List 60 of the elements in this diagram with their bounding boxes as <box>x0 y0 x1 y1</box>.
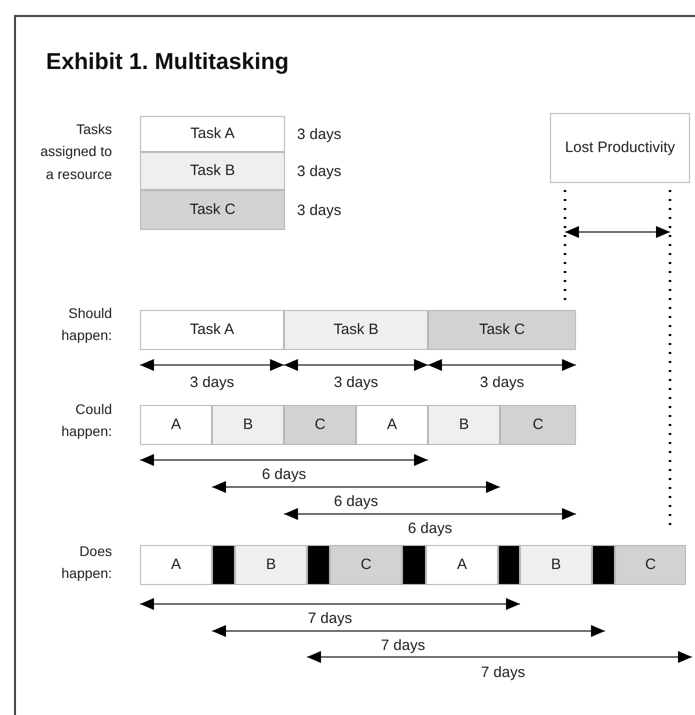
dimension-label: 6 days <box>262 465 306 485</box>
task-bar <box>284 310 428 350</box>
duration-label: 3 days <box>297 125 342 145</box>
task-label: C <box>314 414 326 435</box>
task-label: B <box>550 554 561 575</box>
task-bar <box>615 545 686 585</box>
task-label: Task B <box>190 160 235 181</box>
task-label: Task A <box>190 124 235 144</box>
task-bar <box>284 405 356 445</box>
task-label: B <box>266 554 276 575</box>
callout-box <box>550 113 690 183</box>
row-label: Does happen: <box>60 542 112 584</box>
task-bar <box>140 405 212 445</box>
row-label: Could happen: <box>60 400 112 442</box>
task-bar <box>428 405 500 445</box>
task-label: C <box>645 554 656 575</box>
dimension-label: 7 days <box>308 609 352 629</box>
task-bar <box>520 545 592 585</box>
switching-bar <box>498 545 520 585</box>
task-bar <box>356 405 428 445</box>
duration-label: 3 days <box>297 201 342 221</box>
task-bar <box>426 545 498 585</box>
dimension-label: 3 days <box>190 373 234 393</box>
dimension-label: 6 days <box>408 519 452 539</box>
task-label: Task C <box>479 320 525 340</box>
task-bar <box>235 545 307 585</box>
task-bar <box>140 152 285 190</box>
switching-bar <box>212 545 235 585</box>
dimension-label: 7 days <box>480 663 526 683</box>
task-bar <box>330 545 402 585</box>
switching-bar <box>592 545 615 585</box>
task-label: Task A <box>190 320 234 340</box>
task-label: Lost Productivity <box>564 138 676 158</box>
switching-bar <box>307 545 330 585</box>
task-label: A <box>170 554 181 575</box>
duration-label: 3 days <box>297 162 342 182</box>
row-label: Should happen: <box>60 304 112 346</box>
row-label: Tasks assigned to a resource <box>39 120 112 184</box>
dimension-label: 6 days <box>334 492 378 512</box>
task-bar <box>140 545 212 585</box>
task-label: Task C <box>190 200 236 220</box>
dimension-label: 3 days <box>334 373 378 393</box>
task-label: A <box>456 554 467 575</box>
task-bar <box>428 310 576 350</box>
task-label: A <box>170 414 181 435</box>
task-label: C <box>360 554 372 575</box>
task-bar <box>140 190 285 230</box>
task-label: Task B <box>333 320 378 340</box>
task-bar <box>212 405 284 445</box>
task-label: B <box>242 414 253 435</box>
dimension-label: 3 days <box>480 373 524 393</box>
task-label: C <box>532 414 544 435</box>
task-bar <box>140 116 285 152</box>
task-label: A <box>386 414 397 435</box>
switching-bar <box>402 545 426 585</box>
task-label: B <box>458 414 469 435</box>
task-bar <box>500 405 576 445</box>
task-bar <box>140 310 284 350</box>
dimension-label: 7 days <box>380 636 426 656</box>
diagram-title: Exhibit 1. Multitasking <box>46 47 289 76</box>
